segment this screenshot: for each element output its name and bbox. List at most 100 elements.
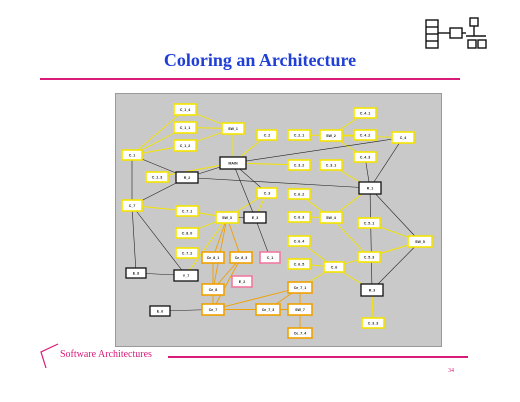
diagram-node-box — [221, 122, 245, 135]
diagram-node-label: SW_1 — [228, 127, 238, 131]
black-edge-n14-n23 — [232, 162, 256, 218]
diagram-node-box — [243, 211, 267, 224]
diagram-node-box — [287, 281, 313, 294]
diagram-node-box — [121, 199, 143, 212]
diagram-node-box — [256, 129, 278, 141]
diagram-node-n23: E_3 — [243, 211, 267, 224]
black-edge-n38-n27 — [131, 205, 187, 276]
diagram-node-box — [319, 159, 343, 171]
diagram-node-n36: C_5_3 — [357, 251, 381, 263]
black-edge-n17-n20 — [186, 177, 371, 189]
diagram-node-n18: C_3 — [256, 187, 278, 199]
diagram-node-label: C_2_1 — [294, 133, 305, 137]
diagram-node-box — [287, 211, 311, 223]
diagram-node-n46: Ce_7_3 — [255, 303, 281, 316]
diagram-node-n16: C_3_1 — [319, 159, 343, 171]
diagram-node-n33: Ce_8_3 — [229, 251, 253, 264]
diagram-node-n49: Ce_7_4 — [287, 327, 313, 339]
diagram-node-label: C_2 — [264, 133, 271, 137]
diagram-node-label: C_5_3 — [364, 255, 375, 259]
diagram-node-label: C_6 — [331, 265, 338, 269]
diagram-node-box — [175, 205, 199, 217]
diagram-node-n6: C_2 — [256, 129, 278, 141]
diagram-node-n40: E_2 — [231, 275, 253, 288]
diagram-node-label: SW_3 — [222, 216, 232, 220]
diagram-node-label: MAIN — [228, 161, 238, 165]
diagram-node-box — [175, 227, 199, 239]
diagram-node-n43: R_3 — [360, 283, 384, 297]
diagram-node-label: C_3_3 — [368, 321, 379, 325]
diagram-node-box — [229, 251, 253, 264]
diagram-node-label: Ce_8 — [209, 288, 218, 292]
yellow-edge-n1-n5 — [131, 109, 186, 156]
diagram-node-label: C_7_1 — [182, 209, 193, 213]
diagram-node-label: SW_7 — [295, 308, 305, 312]
diagram-node-n21: C_7_1 — [175, 205, 199, 217]
diagram-node-label: C_4_1 — [360, 111, 371, 115]
diagram-node-label: SW_5 — [415, 240, 425, 244]
diagram-node-n20: R_2 — [175, 171, 199, 184]
diagram-node-box — [319, 129, 343, 142]
diagram-node-box — [256, 187, 278, 199]
diagram-node-n13: C_1_3 — [145, 171, 169, 183]
diagram-node-label: C_4 — [400, 136, 407, 140]
diagram-node-box — [287, 129, 311, 141]
diagram-node-box — [173, 121, 197, 134]
diagram-node-box — [287, 188, 311, 200]
diagram-node-box — [215, 211, 239, 224]
diagram-node-box — [201, 251, 225, 264]
diagram-node-n17: R_1 — [358, 181, 382, 195]
diagram-node-label: C_1_1 — [180, 126, 191, 130]
diagram-node-n11: C_4 — [391, 131, 415, 144]
diagram-node-label: C_1 — [267, 256, 274, 260]
diagram-node-n32: Ce_8_1 — [201, 251, 225, 264]
diagram-node-n29: C_6_4 — [287, 235, 311, 247]
diagram-node-box — [361, 317, 385, 329]
diagram-node-box — [360, 283, 384, 297]
diagram-node-n39: C_6 — [323, 261, 345, 273]
diagram-node-n1: C_1_4 — [173, 103, 197, 116]
diagram-node-box — [201, 303, 225, 316]
diagram-node-label: E_8 — [133, 271, 139, 275]
diagram-node-box — [391, 131, 415, 144]
diagram-node-box — [357, 251, 381, 263]
diagram-node-label: Ce_8_3 — [235, 256, 248, 260]
diagram-node-label: SW_4 — [326, 216, 336, 220]
diagram-node-n27: C_7 — [121, 199, 143, 212]
footer-divider — [168, 356, 468, 358]
diagram-node-box — [287, 327, 313, 339]
diagram-node-label: C_5_1 — [364, 221, 375, 225]
diagram-node-label: E_2 — [239, 280, 245, 284]
diagram-node-n19: C_6_2 — [287, 188, 311, 200]
diagram-node-n26: C_5_1 — [357, 217, 381, 229]
diagram-node-box — [259, 251, 281, 264]
diagram-node-n34: C_1 — [259, 251, 281, 264]
diagram-node-label: Ce_7 — [209, 308, 218, 312]
diagram-node-label: C_6_3 — [294, 215, 305, 219]
diagram-node-box — [353, 129, 377, 141]
diagram-node-label: C_6_2 — [294, 192, 305, 196]
yellow-edge-n38-n22 — [185, 217, 228, 276]
footer-bracket-icon — [40, 343, 59, 369]
diagram-node-label: C_7_2 — [182, 251, 193, 255]
diagram-node-label: Y_7 — [183, 274, 189, 278]
diagram-node-n3: SW_1 — [221, 122, 245, 135]
black-edge-n17-n30 — [369, 187, 421, 242]
diagram-node-n14: MAIN — [219, 156, 247, 170]
diagram-node-n5: C_1 — [121, 149, 143, 161]
diagram-node-label: C_8_0 — [182, 231, 193, 235]
diagram-node-n9: C_4_1 — [353, 107, 377, 119]
black-edge-n17-n43 — [369, 187, 373, 291]
diagram-node-box — [353, 107, 377, 119]
diagram-node-label: E_6 — [157, 309, 163, 313]
diagram-node-box — [125, 267, 147, 279]
diagram-node-label: C_1_4 — [180, 108, 191, 112]
diagram-node-box — [121, 149, 143, 161]
diagram-node-label: C_4_2 — [360, 133, 371, 137]
diagram-node-n31: C_7_2 — [175, 247, 199, 259]
diagram-node-n35: C_6_5 — [287, 258, 311, 270]
diagram-node-n28: C_8_0 — [175, 227, 199, 239]
